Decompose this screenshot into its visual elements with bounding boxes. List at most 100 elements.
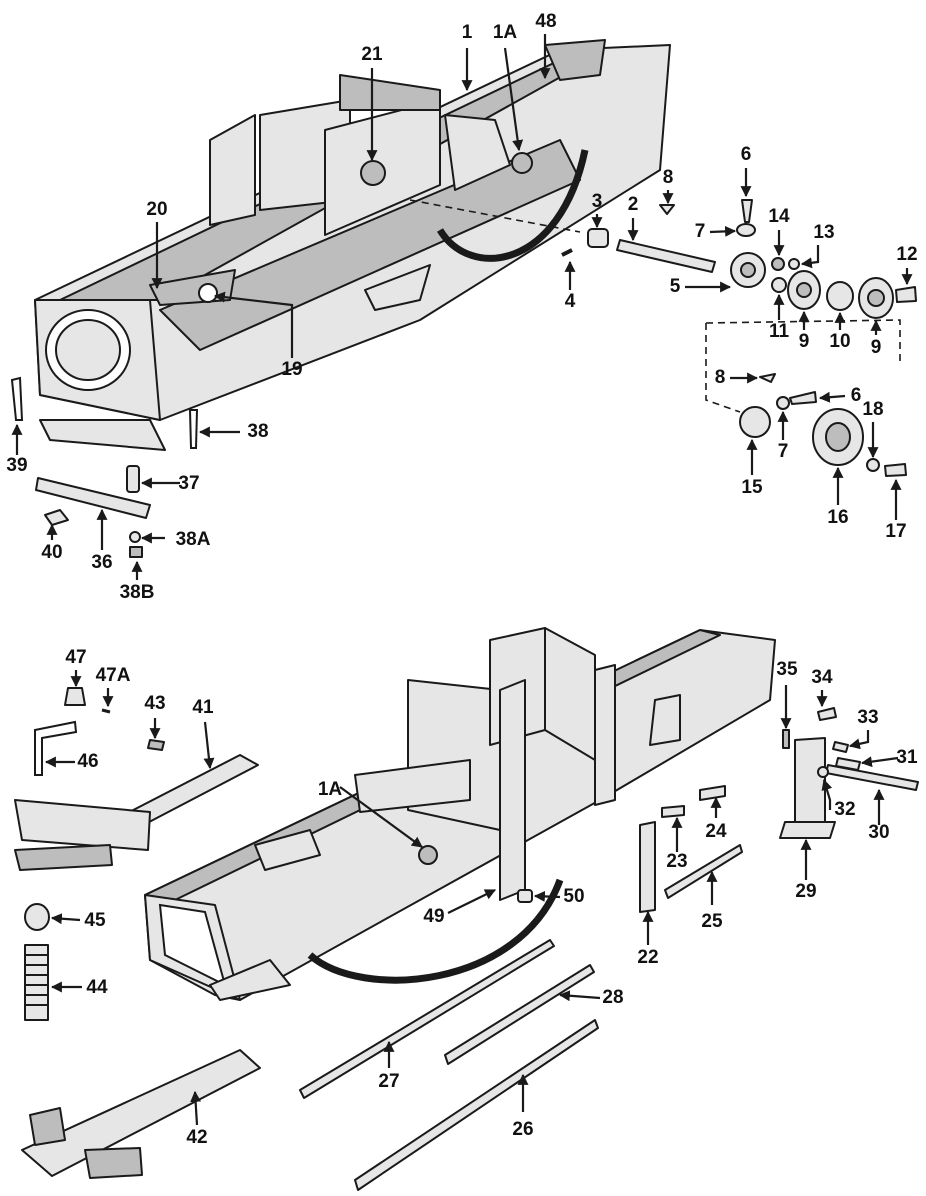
callout-35: 35 <box>776 659 798 680</box>
bolt-12 <box>895 286 917 303</box>
leader-lines <box>11 34 913 1126</box>
callout-49: 49 <box>423 906 444 927</box>
callout-15: 15 <box>741 477 763 498</box>
pin-47a <box>101 708 111 714</box>
bolt-43 <box>147 739 165 751</box>
callout-17: 17 <box>885 521 906 542</box>
bar-25 <box>664 844 743 899</box>
callout-33: 33 <box>857 707 878 728</box>
callout-29: 29 <box>795 881 816 902</box>
callout-2: 2 <box>628 194 639 215</box>
spring-44 <box>24 944 49 1021</box>
nut-14 <box>771 257 785 271</box>
ring-11 <box>771 277 787 293</box>
upper-drive-belt <box>437 149 589 262</box>
alignment-lines-upper <box>409 199 901 413</box>
spring-cap-45 <box>24 903 50 931</box>
callout-40: 40 <box>41 542 62 563</box>
strap-22 <box>639 821 656 913</box>
callout-46: 46 <box>77 751 98 772</box>
washer-32 <box>817 766 829 778</box>
callout-44: 44 <box>86 977 108 998</box>
post-29 <box>794 737 826 823</box>
lower-right-parts <box>21 707 919 1191</box>
callout-9-right: 9 <box>871 337 882 358</box>
key-4 <box>561 248 573 257</box>
washer-18 <box>866 458 880 472</box>
bolt-6-lower <box>789 391 817 405</box>
rail-28 <box>444 964 595 1065</box>
callout-25: 25 <box>701 911 723 932</box>
bracket-41 <box>14 799 151 851</box>
bearing-10 <box>826 281 854 311</box>
washer-13 <box>788 258 800 270</box>
washer-7-top <box>736 223 756 237</box>
shaft-2 <box>616 239 716 273</box>
callout-38a: 38A <box>176 529 211 550</box>
upper-loose-parts <box>10 199 917 558</box>
callout-20: 20 <box>146 199 167 220</box>
bolt-6-top <box>741 199 753 223</box>
callout-38b: 38B <box>120 582 155 603</box>
key-8-lower <box>759 373 776 383</box>
callout-14: 14 <box>768 206 790 227</box>
bolt-17 <box>884 463 907 477</box>
crank-46 <box>34 720 78 776</box>
callout-36: 36 <box>91 552 112 573</box>
callout-38: 38 <box>247 421 268 442</box>
clip-33 <box>832 741 849 753</box>
callout-8-lower: 8 <box>715 367 726 388</box>
callout-7-lower: 7 <box>778 441 789 462</box>
callout-8-top: 8 <box>663 167 674 188</box>
callout-1a-bottom: 1A <box>318 779 343 800</box>
callout-50: 50 <box>563 886 584 907</box>
lower-bearing-1a <box>418 845 438 865</box>
callout-3: 3 <box>592 191 603 212</box>
upper-bearing-1a <box>511 152 533 174</box>
callout-48: 48 <box>535 11 556 32</box>
callout-47a: 47A <box>96 665 131 686</box>
callout-41: 41 <box>192 697 214 718</box>
callout-5: 5 <box>670 276 681 297</box>
lower-drive-belt <box>307 878 564 984</box>
sprocket-15 <box>739 406 771 438</box>
callout-1: 1 <box>462 22 473 43</box>
lower-left-parts <box>14 687 259 1021</box>
callout-10: 10 <box>829 331 850 352</box>
key-8-top <box>659 204 675 215</box>
washer-38a <box>129 531 141 543</box>
collar-50 <box>517 889 533 903</box>
knob-47 <box>64 687 86 706</box>
callout-28: 28 <box>602 987 623 1008</box>
callout-34: 34 <box>811 667 833 688</box>
rod-30 <box>825 764 919 791</box>
callout-42: 42 <box>186 1127 207 1148</box>
clip-40 <box>44 509 69 526</box>
upper-bearing-21 <box>360 160 386 186</box>
rail-26 <box>354 1019 599 1191</box>
callout-21: 21 <box>361 44 383 65</box>
callout-37: 37 <box>178 473 199 494</box>
callout-39: 39 <box>6 455 27 476</box>
bolt-38 <box>188 409 199 449</box>
plate-23 <box>661 805 685 818</box>
callout-47: 47 <box>65 647 86 668</box>
callout-16: 16 <box>827 507 848 528</box>
lower-frame-assembly <box>144 627 776 1001</box>
washer-7-lower <box>776 396 790 410</box>
callout-6-top: 6 <box>741 144 752 165</box>
callout-7-top: 7 <box>695 221 706 242</box>
callout-11: 11 <box>769 321 790 342</box>
callout-1a-top: 1A <box>493 22 518 43</box>
collar-3 <box>587 228 609 248</box>
nut-38b <box>129 546 143 558</box>
callout-27: 27 <box>378 1071 399 1092</box>
callout-22: 22 <box>637 947 658 968</box>
callout-9-left: 9 <box>799 331 810 352</box>
callout-4: 4 <box>565 291 576 312</box>
callout-23: 23 <box>666 851 687 872</box>
pin-31 <box>835 757 861 771</box>
callout-26: 26 <box>512 1119 533 1140</box>
callout-13: 13 <box>813 222 834 243</box>
